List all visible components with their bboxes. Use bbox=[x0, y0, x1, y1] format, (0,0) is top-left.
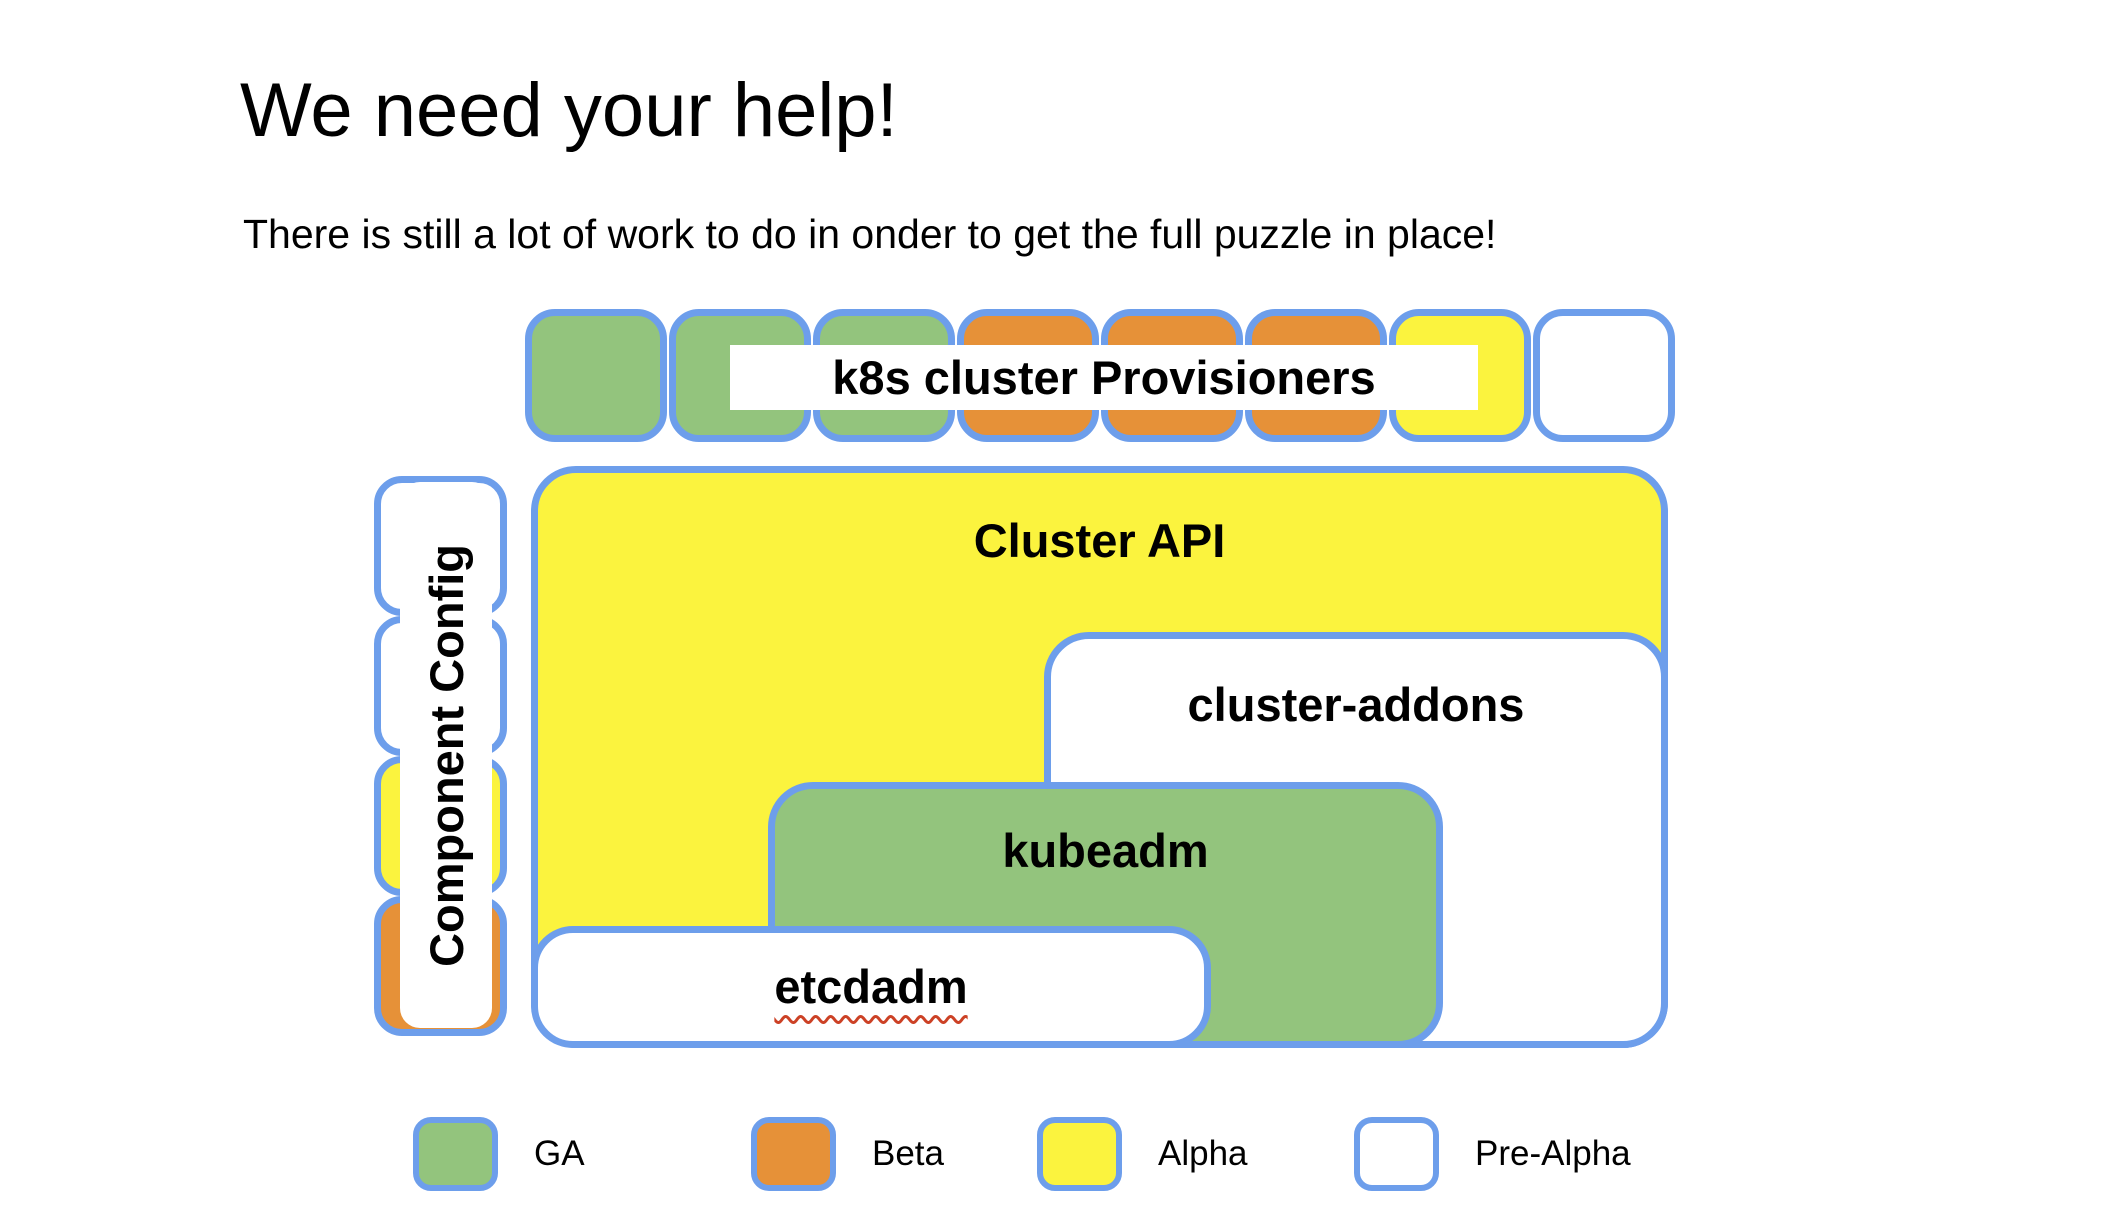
legend-item-pre-alpha: Pre-Alpha bbox=[1354, 1117, 1631, 1191]
legend-chip-ga bbox=[413, 1117, 498, 1191]
component-config-label: Component Config bbox=[419, 543, 473, 967]
legend-label-beta: Beta bbox=[872, 1134, 944, 1173]
legend-chip-alpha bbox=[1037, 1117, 1122, 1191]
slide-subtitle: There is still a lot of work to do in on… bbox=[243, 211, 1497, 257]
legend-label-pre-alpha: Pre-Alpha bbox=[1475, 1134, 1631, 1173]
legend-chip-beta bbox=[751, 1117, 836, 1191]
etcdadm-box: etcdadm bbox=[531, 926, 1211, 1048]
legend-label-alpha: Alpha bbox=[1158, 1134, 1248, 1173]
provisioner-square-pre-alpha bbox=[1533, 309, 1675, 442]
provisioners-label: k8s cluster Provisioners bbox=[730, 345, 1478, 410]
legend-label-ga: GA bbox=[534, 1134, 585, 1173]
kubeadm-label: kubeadm bbox=[1002, 824, 1209, 877]
provisioner-square-ga bbox=[525, 309, 667, 442]
cluster-addons-label: cluster-addons bbox=[1187, 678, 1525, 731]
legend-chip-pre-alpha bbox=[1354, 1117, 1439, 1191]
etcdadm-label: etcdadm bbox=[538, 959, 1204, 1015]
component-config-label-strip: Component Config bbox=[400, 482, 492, 1028]
etcdadm-text-spellcheck: etcdadm bbox=[774, 960, 968, 1013]
legend-item-beta: Beta bbox=[751, 1117, 944, 1191]
legend-item-alpha: Alpha bbox=[1037, 1117, 1248, 1191]
legend-item-ga: GA bbox=[413, 1117, 585, 1191]
cluster-api-label: Cluster API bbox=[973, 514, 1226, 567]
slide-title: We need your help! bbox=[240, 67, 898, 153]
